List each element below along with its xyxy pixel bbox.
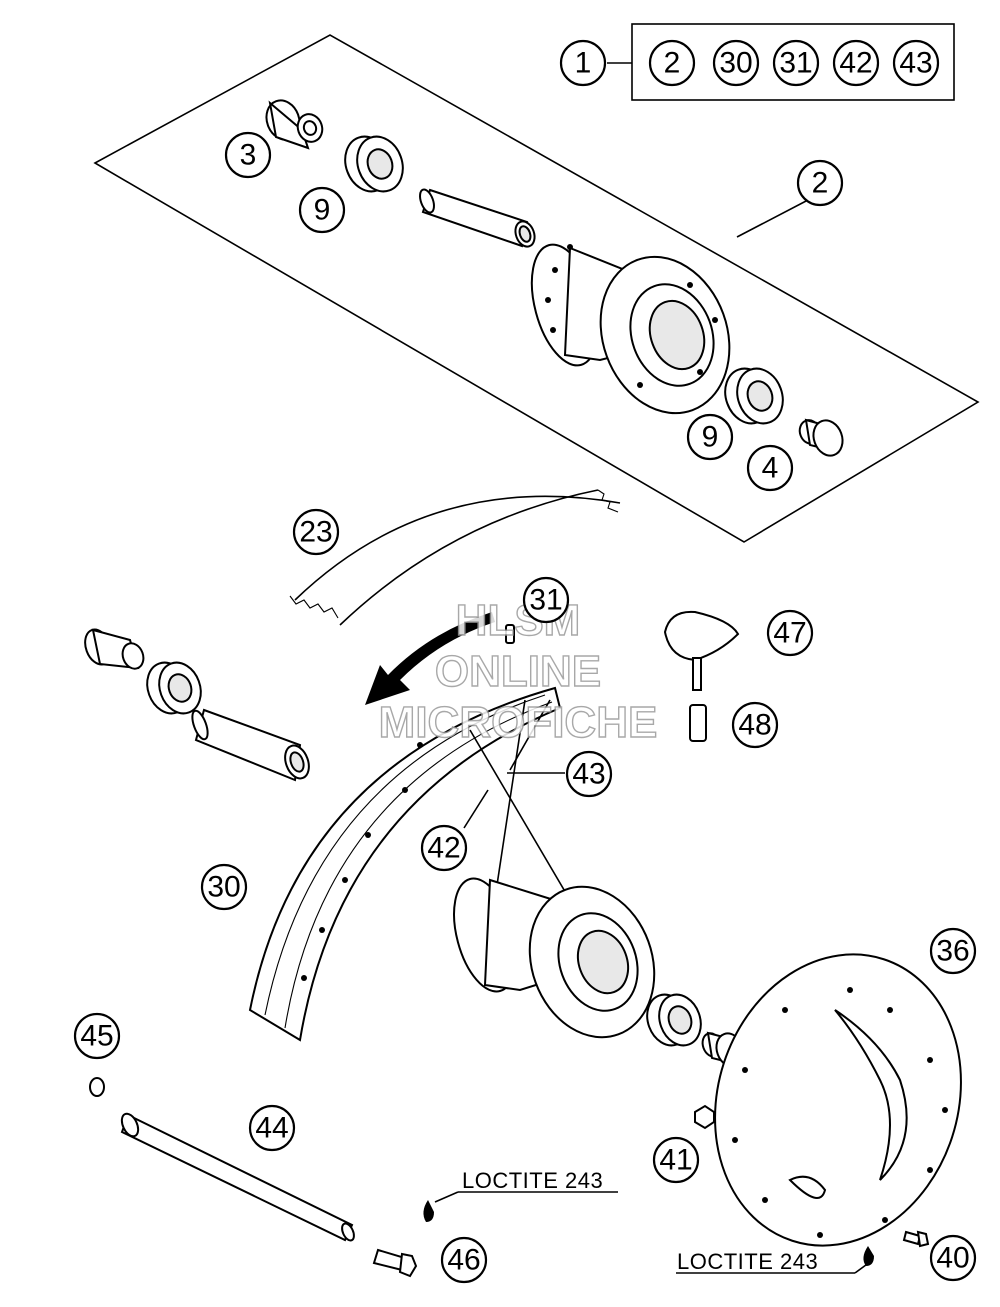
callout-9-upper[interactable]: 9 [298, 186, 346, 234]
callout-9-lower[interactable]: 9 [686, 413, 734, 461]
left-wheel-spacer-stack [84, 628, 310, 782]
svg-text:45: 45 [80, 1020, 113, 1053]
svg-text:36: 36 [936, 935, 969, 968]
svg-text:40: 40 [936, 1242, 969, 1275]
callout-45[interactable]: 45 [73, 1012, 121, 1060]
svg-text:43: 43 [572, 758, 605, 791]
svg-text:2: 2 [664, 47, 681, 80]
svg-text:46: 46 [447, 1244, 480, 1277]
callout-23[interactable]: 23 [292, 508, 340, 556]
svg-text:30: 30 [719, 47, 752, 80]
svg-text:43: 43 [899, 47, 932, 80]
svg-text:3: 3 [240, 139, 257, 172]
callout-1[interactable]: 1 [559, 39, 607, 87]
callout-43-set[interactable]: 43 [892, 39, 940, 87]
callout-30-set[interactable]: 30 [712, 39, 760, 87]
svg-text:44: 44 [255, 1112, 288, 1145]
loctite-drop-right [863, 1246, 874, 1266]
axle-part-44 [120, 1112, 355, 1242]
valve-cap-part-47 [663, 610, 740, 691]
svg-text:1: 1 [575, 47, 592, 80]
svg-text:31: 31 [529, 584, 562, 617]
svg-text:42: 42 [839, 47, 872, 80]
valve-nut-part-48 [689, 704, 707, 742]
bolt-part-46 [372, 1248, 418, 1278]
callout-4[interactable]: 4 [746, 444, 794, 492]
loctite-note-right: LOCTITE 243 [677, 1249, 818, 1274]
loctite-note-left: LOCTITE 243 [462, 1168, 603, 1193]
callout-2-set[interactable]: 2 [648, 39, 696, 87]
callout-3[interactable]: 3 [224, 131, 272, 179]
callout-42[interactable]: 42 [420, 824, 468, 872]
bearing-part-9-lower [724, 367, 784, 425]
callout-40[interactable]: 40 [929, 1234, 977, 1282]
callout-31-set[interactable]: 31 [772, 39, 820, 87]
hub-assembly-frame [93, 34, 980, 543]
svg-text:30: 30 [207, 871, 240, 904]
callout-48[interactable]: 48 [731, 701, 779, 749]
spacer-part-3 [265, 99, 324, 150]
spokes-parts-42-43 [469, 699, 571, 901]
bolt-part-40 [902, 1230, 930, 1248]
brake-disc-part-36 [714, 953, 962, 1247]
nipple-part-31 [505, 624, 515, 644]
kit-box [631, 23, 955, 101]
svg-text:9: 9 [314, 194, 331, 227]
svg-text:23: 23 [299, 516, 332, 549]
svg-text:9: 9 [702, 421, 719, 454]
callout-31[interactable]: 31 [522, 576, 570, 624]
cap-part-45 [89, 1077, 105, 1097]
callout-43[interactable]: 43 [565, 750, 613, 798]
callout-47[interactable]: 47 [766, 609, 814, 657]
callout-46[interactable]: 46 [440, 1236, 488, 1284]
hub-part-2-upper [530, 243, 731, 415]
rotation-arrow [365, 612, 495, 705]
svg-text:42: 42 [427, 832, 460, 865]
nut-part-41 [694, 1104, 715, 1130]
watermark-line2: ONLINE [435, 647, 601, 696]
svg-text:31: 31 [779, 47, 812, 80]
callout-44[interactable]: 44 [248, 1104, 296, 1152]
svg-text:4: 4 [762, 452, 779, 485]
callout-2[interactable]: 2 [796, 159, 844, 207]
svg-text:48: 48 [738, 709, 771, 742]
bearing-part-9-upper [344, 135, 404, 193]
callout-36[interactable]: 36 [929, 927, 977, 975]
rim-tape-part-23 [289, 489, 621, 626]
callout-42-set[interactable]: 42 [832, 39, 880, 87]
svg-text:2: 2 [812, 167, 829, 200]
hub-tube [419, 188, 536, 248]
callout-30[interactable]: 30 [200, 863, 248, 911]
svg-text:41: 41 [659, 1144, 692, 1177]
svg-text:47: 47 [773, 617, 806, 650]
loctite-drop-left [423, 1200, 434, 1222]
callout-41[interactable]: 41 [652, 1136, 700, 1184]
watermark-line3: MICROFICHE [379, 698, 658, 747]
hub-lower [453, 877, 656, 1039]
spacer-part-4 [798, 418, 844, 457]
rim-part-30 [248, 686, 562, 1042]
